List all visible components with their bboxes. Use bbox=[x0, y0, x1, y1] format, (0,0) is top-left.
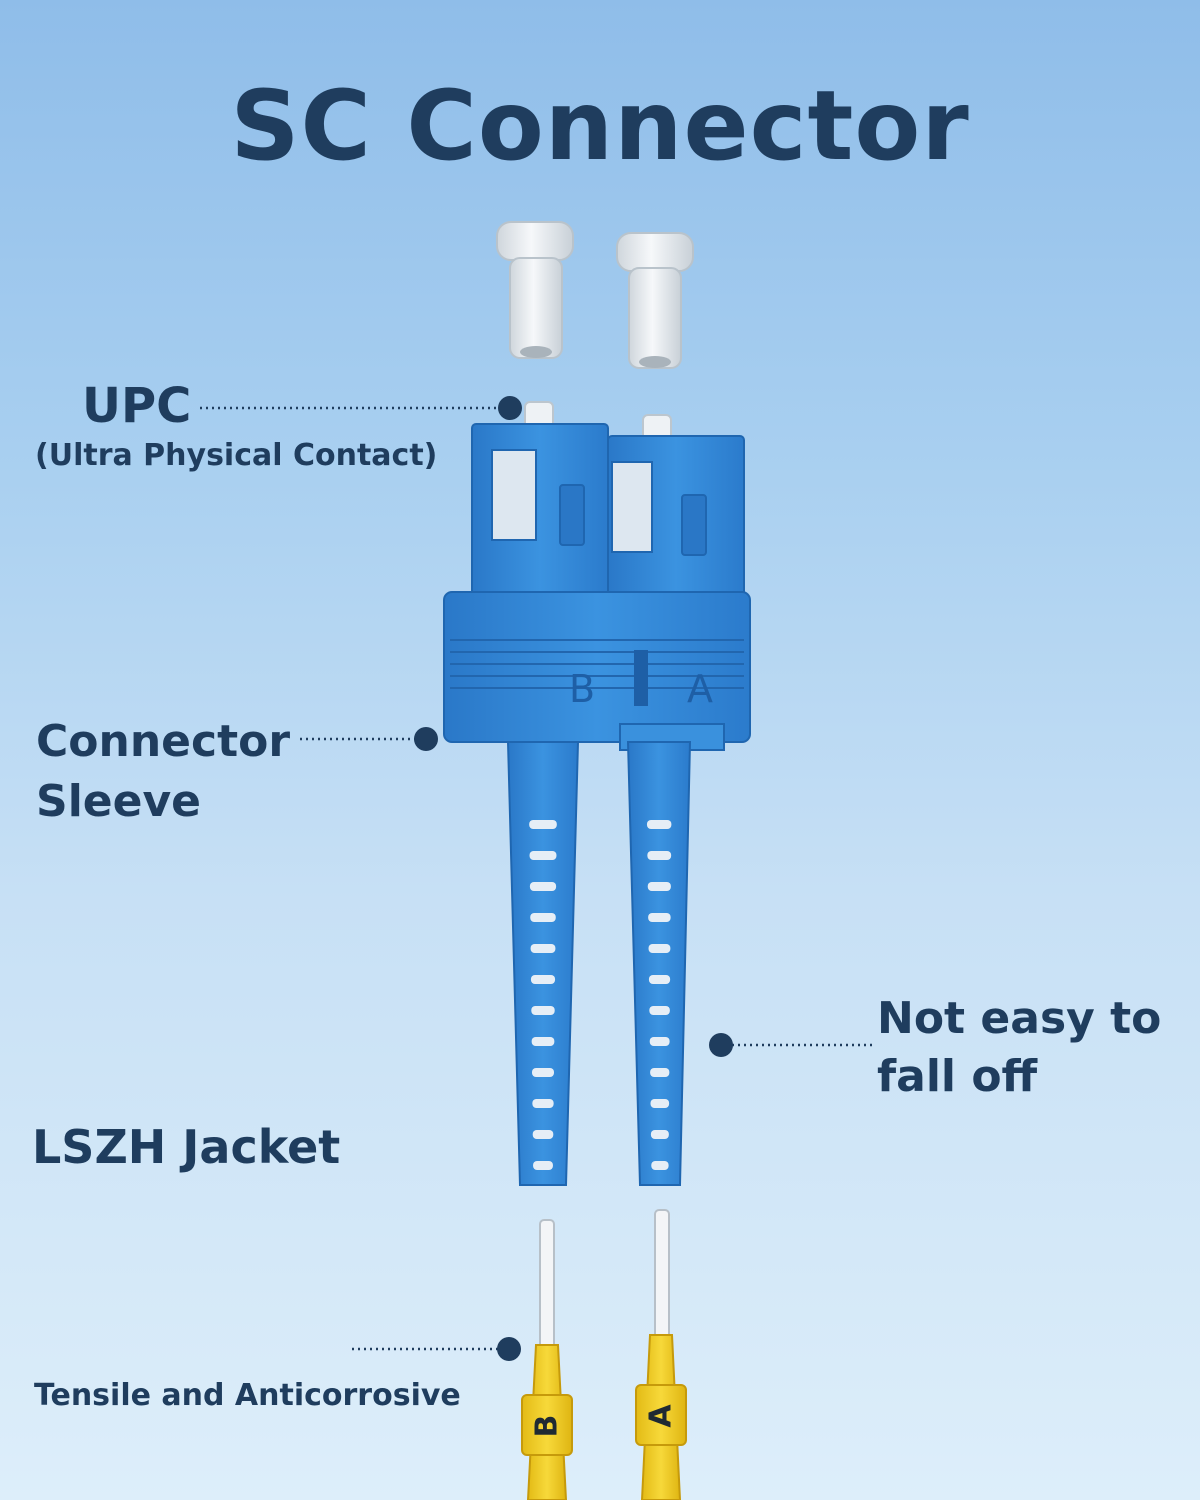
callout-sleeve-line1: Connector bbox=[36, 716, 291, 767]
boot-slot bbox=[531, 1006, 555, 1015]
boot-slot bbox=[530, 944, 556, 953]
callout-leader-boot bbox=[709, 1033, 872, 1057]
boot-slot bbox=[650, 1099, 670, 1108]
boot-slot bbox=[531, 1037, 555, 1046]
callout-jacket-sublabel: Tensile and Anticorrosive bbox=[34, 1378, 461, 1413]
callout-boot-label: Not easy to fall off bbox=[877, 990, 1161, 1106]
fiber-left bbox=[539, 1219, 555, 1351]
boot-slot bbox=[532, 1099, 554, 1108]
boot-right bbox=[626, 741, 692, 1186]
sleeve-marking-right: A bbox=[687, 667, 713, 711]
boot-slot bbox=[533, 1161, 553, 1170]
jacket-left: B bbox=[521, 1344, 573, 1500]
boot-slot bbox=[532, 1068, 554, 1077]
callout-leader-upc bbox=[200, 396, 522, 420]
connector-sleeve: B A bbox=[443, 591, 751, 751]
callout-sleeve-line2: Sleeve bbox=[36, 776, 201, 827]
boot-slot bbox=[529, 820, 557, 829]
boot-slot bbox=[530, 975, 556, 984]
callout-leader-jacket bbox=[352, 1337, 521, 1361]
sleeve-marking-left: B bbox=[569, 667, 595, 711]
boot-slot bbox=[650, 1068, 670, 1077]
callout-upc-label: UPC bbox=[82, 378, 192, 434]
callout-sleeve-label: Connector Sleeve bbox=[36, 712, 290, 832]
boot-slot bbox=[648, 913, 671, 922]
dust-cap-right bbox=[616, 232, 694, 369]
boot-left bbox=[506, 741, 580, 1186]
boot-slot bbox=[648, 944, 671, 953]
boot-slot bbox=[529, 851, 557, 860]
boot-slot bbox=[648, 975, 671, 984]
jacket-marking-right: A bbox=[644, 1404, 679, 1428]
boot-slot bbox=[532, 1130, 554, 1139]
fiber-right bbox=[654, 1209, 670, 1341]
callout-boot-line1: Not easy to bbox=[877, 993, 1162, 1044]
jacket-marking-left: B bbox=[530, 1415, 565, 1438]
callout-leader-sleeve bbox=[300, 727, 438, 751]
jacket-right: A bbox=[635, 1334, 687, 1500]
callout-jacket-label: LSZH Jacket bbox=[32, 1120, 341, 1174]
callout-boot-line2: fall off bbox=[877, 1051, 1038, 1102]
boot-slot bbox=[646, 820, 672, 829]
page-title: SC Connector bbox=[230, 70, 970, 182]
boot-slot bbox=[647, 851, 672, 860]
dust-cap-left bbox=[496, 221, 574, 359]
connector-housing bbox=[471, 423, 745, 611]
boot-slot bbox=[530, 913, 556, 922]
boot-slot bbox=[529, 882, 557, 891]
boot-slot bbox=[647, 882, 671, 891]
boot-slots bbox=[529, 820, 672, 1170]
boot-slot bbox=[649, 1037, 670, 1046]
boot-slot bbox=[650, 1130, 669, 1139]
boot-slot bbox=[651, 1161, 669, 1170]
boot-slot bbox=[649, 1006, 670, 1015]
callout-upc-sublabel: (Ultra Physical Contact) bbox=[35, 438, 438, 473]
